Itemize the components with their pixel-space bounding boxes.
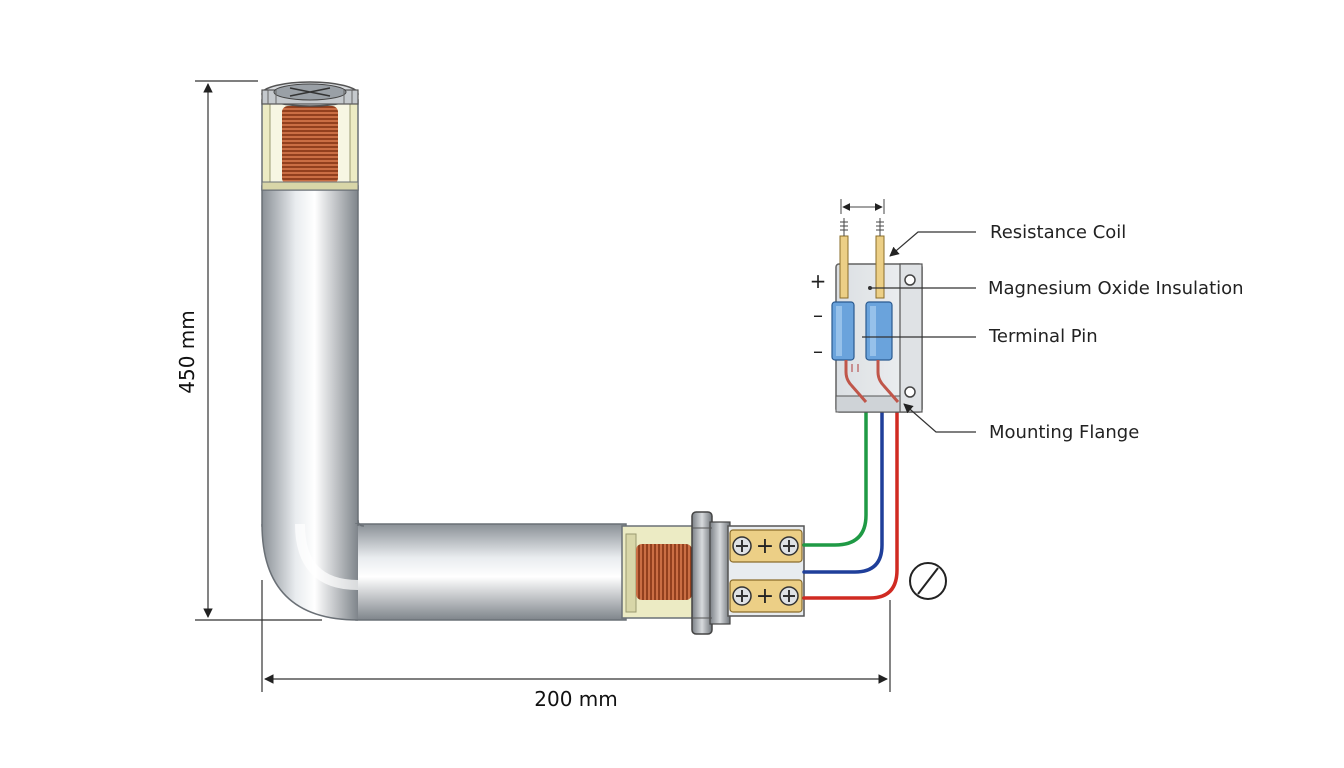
width-dimension-label: 200 mm [534,687,618,711]
resistance-coil-bottom [636,544,692,600]
terminal-plus-bottom: + [756,584,774,609]
label-magnesium-oxide-insulation: Magnesium Oxide Insulation [988,278,1244,299]
l-shaped-tube [261,185,627,621]
terminal-pin [875,235,885,299]
insulation-sleeve [865,301,893,361]
label-terminal-pin: Terminal Pin [989,326,1098,347]
width-dimension [261,580,891,692]
wire-green [802,410,868,547]
bottom-cutaway-section [621,525,695,619]
ground-symbol-icon [909,562,947,600]
height-dimension-label: 450 mm [175,310,199,394]
screw-icon [779,586,799,606]
insulation-sleeve [831,301,855,361]
mounting-flange [691,511,731,635]
resistance-coil-top [282,106,338,184]
terminal-pin [839,235,849,299]
terminal-block: + + [727,525,805,617]
screw-icon [779,536,799,556]
polarity-minus-lower: – [813,339,823,363]
top-cutaway-section [261,81,359,191]
label-mounting-flange: Mounting Flange [989,422,1140,443]
wire-red [802,410,899,600]
mounting-hole-icon [904,274,916,286]
terminal-plus-top: + [756,534,774,559]
height-dimension [195,80,322,621]
wire-blue [802,410,884,574]
callout-leaders [862,231,976,433]
mounting-hole-icon [904,386,916,398]
label-resistance-coil: Resistance Coil [990,222,1127,243]
terminal-housing-detail: + – – [810,199,923,413]
screw-icon [732,586,752,606]
polarity-minus-upper: – [813,303,823,327]
screw-icon [732,536,752,556]
lead-wires [802,410,899,600]
polarity-plus: + [810,269,827,293]
